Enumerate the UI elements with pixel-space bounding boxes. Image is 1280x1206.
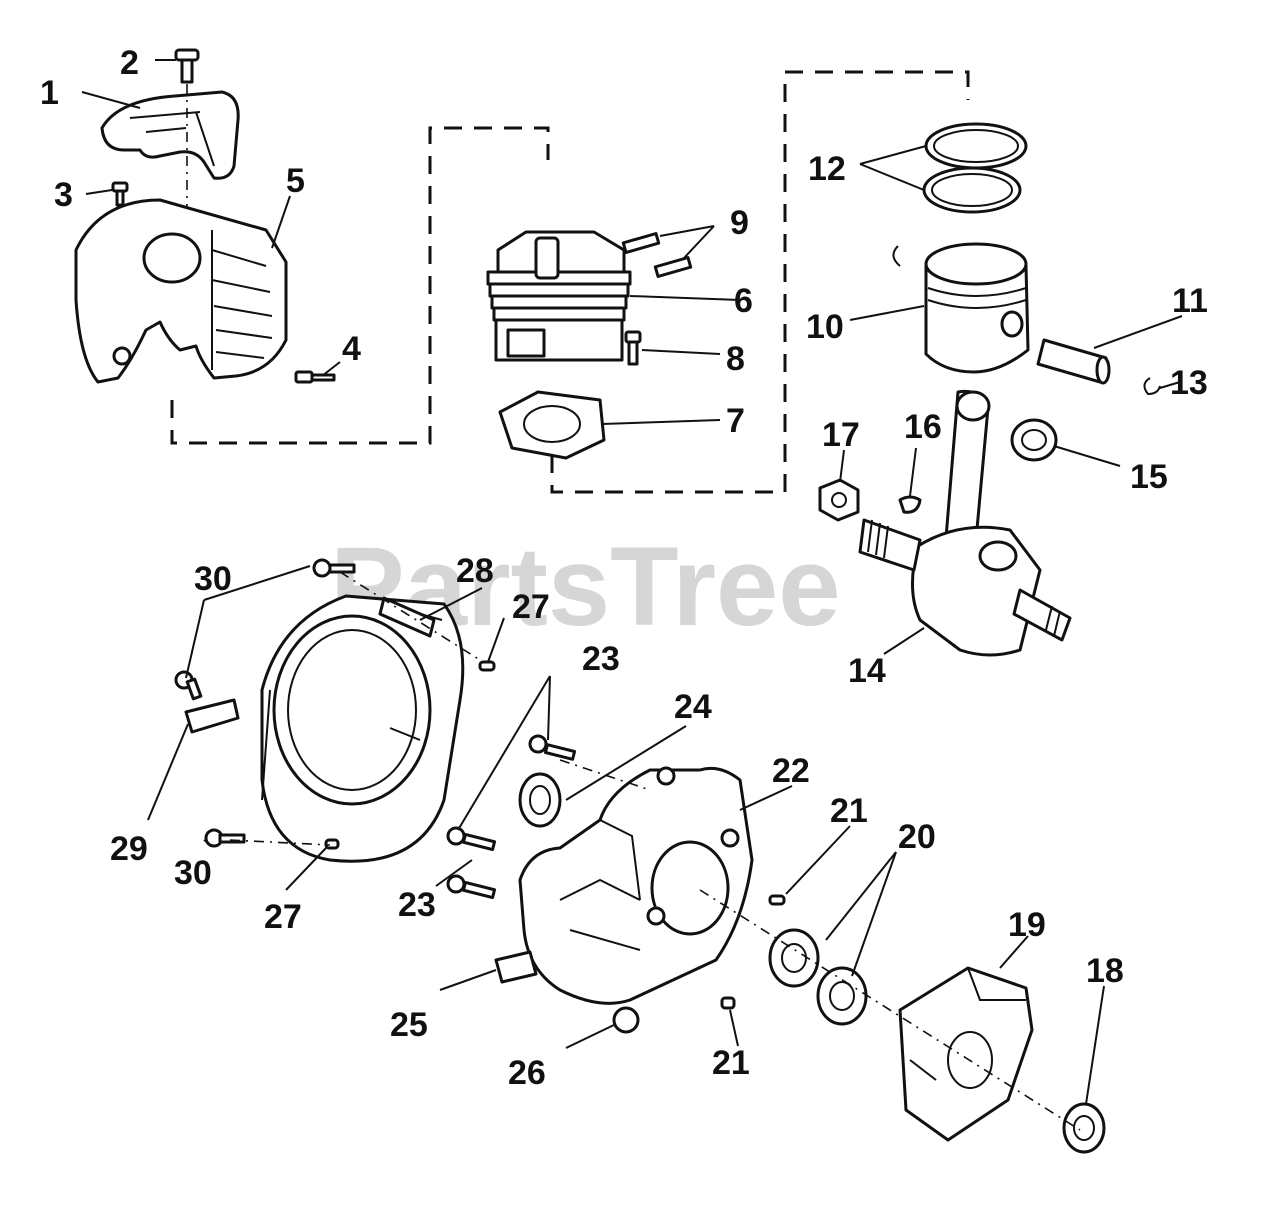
part-pin-27-low[interactable] — [324, 838, 340, 850]
part-ball-bearing-1[interactable] — [768, 928, 820, 988]
part-bolt-4[interactable] — [294, 370, 336, 384]
axis-seal — [559, 759, 651, 791]
callout-18: 18 — [1086, 952, 1124, 990]
callout-15: 15 — [1130, 458, 1168, 496]
part-woodruff-key[interactable] — [898, 495, 922, 514]
part-bolt-2[interactable] — [174, 48, 200, 84]
callout-6: 6 — [734, 282, 753, 320]
callout-14: 14 — [848, 652, 886, 690]
part-bolt-30-low[interactable] — [204, 828, 246, 848]
part-piston-pin[interactable] — [1036, 338, 1111, 385]
callout-24: 24 — [674, 688, 712, 726]
callout-30a: 30 — [194, 560, 232, 598]
callout-26: 26 — [508, 1054, 546, 1092]
callout-8: 8 — [726, 340, 745, 378]
part-bolt-23-low[interactable] — [446, 874, 497, 900]
part-needle-bearing[interactable] — [1010, 418, 1058, 462]
part-studs[interactable] — [621, 232, 693, 278]
part-cylinder[interactable] — [486, 230, 632, 362]
part-oil-seal[interactable] — [518, 772, 562, 828]
part-clip-plate[interactable] — [184, 698, 240, 734]
group-bracket-cylinder — [170, 126, 550, 445]
part-fan-housing[interactable] — [260, 594, 465, 863]
callout-29: 29 — [110, 830, 148, 868]
part-screw-3[interactable] — [111, 181, 129, 207]
callout-21b: 21 — [712, 1044, 750, 1082]
callout-4: 4 — [342, 330, 361, 368]
callout-11: 11 — [1172, 282, 1208, 320]
callout-5: 5 — [286, 162, 305, 200]
callout-20: 20 — [898, 818, 936, 856]
part-circlip[interactable] — [1143, 377, 1161, 396]
part-crankcase[interactable] — [518, 766, 754, 1005]
part-pin-27-top[interactable] — [478, 660, 496, 672]
part-bolt-23-top[interactable] — [528, 734, 577, 761]
part-plug-26[interactable] — [612, 1006, 640, 1034]
callout-27a: 27 — [512, 588, 550, 626]
callout-17: 17 — [822, 416, 860, 454]
axis-fan-pin — [339, 571, 481, 661]
callout-13: 13 — [1170, 364, 1208, 402]
part-bolt-23-mid[interactable] — [446, 826, 497, 852]
part-piston-clip[interactable] — [892, 245, 901, 267]
part-piston[interactable] — [924, 242, 1030, 374]
callout-27b: 27 — [264, 898, 302, 936]
part-bolt-30-mid[interactable] — [174, 670, 203, 701]
callout-19: 19 — [1008, 906, 1046, 944]
part-nut[interactable] — [818, 478, 860, 522]
callout-1: 1 — [40, 74, 59, 112]
part-oil-seal-18[interactable] — [1062, 1102, 1106, 1154]
callout-23a: 23 — [582, 640, 620, 678]
callout-9: 9 — [730, 204, 749, 242]
part-cylinder-shroud[interactable] — [74, 198, 288, 384]
part-pin-21-top[interactable] — [768, 894, 786, 906]
part-bolt-8[interactable] — [624, 330, 642, 366]
callout-25: 25 — [390, 1006, 428, 1044]
callout-3: 3 — [54, 176, 73, 214]
part-top-cover[interactable] — [100, 90, 240, 180]
part-piston-rings[interactable] — [922, 122, 1028, 214]
leader-lines — [81, 59, 1183, 1105]
part-crankshaft[interactable] — [858, 389, 1072, 657]
axis-housing-low — [229, 839, 331, 846]
part-ball-bearing-2[interactable] — [816, 966, 868, 1026]
part-gasket[interactable] — [498, 390, 606, 460]
callout-21a: 21 — [830, 792, 868, 830]
part-crankcase-half[interactable] — [898, 966, 1034, 1142]
group-bracket-piston — [550, 70, 970, 494]
part-pin-21-low[interactable] — [720, 996, 736, 1010]
part-bolt-30-top[interactable] — [312, 558, 356, 578]
callout-2: 2 — [120, 44, 139, 82]
callout-16: 16 — [904, 408, 942, 446]
axis-crank-main — [699, 889, 1081, 1131]
callout-12: 12 — [808, 150, 846, 188]
callout-28: 28 — [456, 552, 494, 590]
callout-labels: 1 2 3 4 5 6 7 8 9 10 11 12 13 14 15 16 1… — [40, 44, 1208, 1092]
callout-22: 22 — [772, 752, 810, 790]
callout-23b: 23 — [398, 886, 436, 924]
callout-30b: 30 — [174, 854, 212, 892]
callout-7: 7 — [726, 402, 745, 440]
callout-10: 10 — [806, 308, 844, 346]
part-filter-25[interactable] — [494, 950, 538, 984]
